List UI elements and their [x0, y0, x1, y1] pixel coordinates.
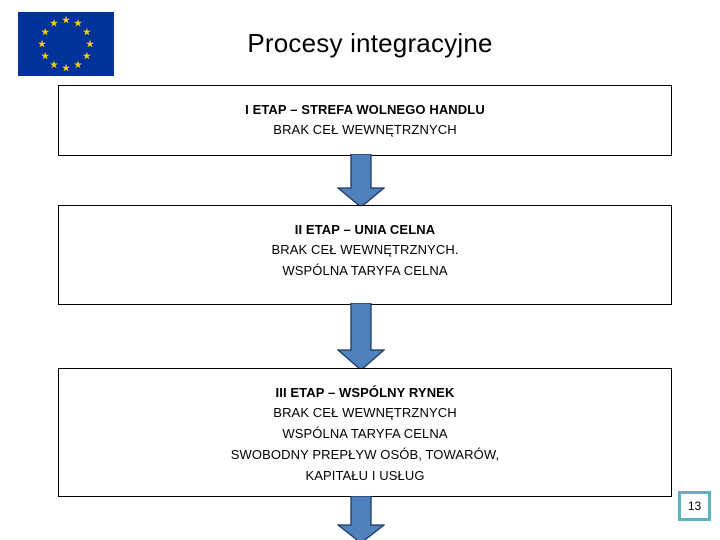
stage-2-heading: II ETAP – UNIA CELNA: [294, 222, 436, 237]
down-arrow-icon: [337, 496, 385, 540]
stage-box-3: III ETAP – WSPÓLNY RYNEK BRAK CEŁ WEWNĘT…: [58, 368, 672, 497]
stage-1-line-1: BRAK CEŁ WEWNĘTRZNYCH: [273, 122, 457, 137]
stage-box-2: II ETAP – UNIA CELNA BRAK CEŁ WEWNĘTRZNY…: [58, 205, 672, 305]
european-union-flag: [18, 12, 114, 76]
stage-3-line-2: WSPÓLNA TARYFA CELNA: [282, 426, 448, 441]
eu-stars-icon: [38, 15, 94, 72]
stage-3-heading: III ETAP – WSPÓLNY RYNEK: [275, 385, 455, 400]
stage-3-line-3: SWOBODNY PREPŁYW OSÓB, TOWARÓW,: [230, 447, 500, 462]
down-arrow-stage1-to-stage2: [337, 154, 385, 208]
page-number-badge: 13: [678, 491, 711, 521]
down-arrow-icon: [337, 303, 385, 371]
stage-2-line-1: BRAK CEŁ WEWNĘTRZNYCH.: [271, 242, 459, 257]
down-arrow-icon: [337, 154, 385, 208]
stage-3-line-4: KAPITAŁU I USŁUG: [305, 468, 425, 483]
stage-3-line-1: BRAK CEŁ WEWNĘTRZNYCH: [273, 405, 457, 420]
down-arrow-stage2-to-stage3: [337, 303, 385, 371]
stage-1-heading: I ETAP – STREFA WOLNEGO HANDLU: [245, 102, 485, 117]
stage-box-1: I ETAP – STREFA WOLNEGO HANDLU BRAK CEŁ …: [58, 85, 672, 156]
down-arrow-stage3-next: [337, 496, 385, 540]
page-title: Procesy integracyjne: [247, 28, 493, 58]
stage-2-line-2: WSPÓLNA TARYFA CELNA: [282, 263, 448, 278]
